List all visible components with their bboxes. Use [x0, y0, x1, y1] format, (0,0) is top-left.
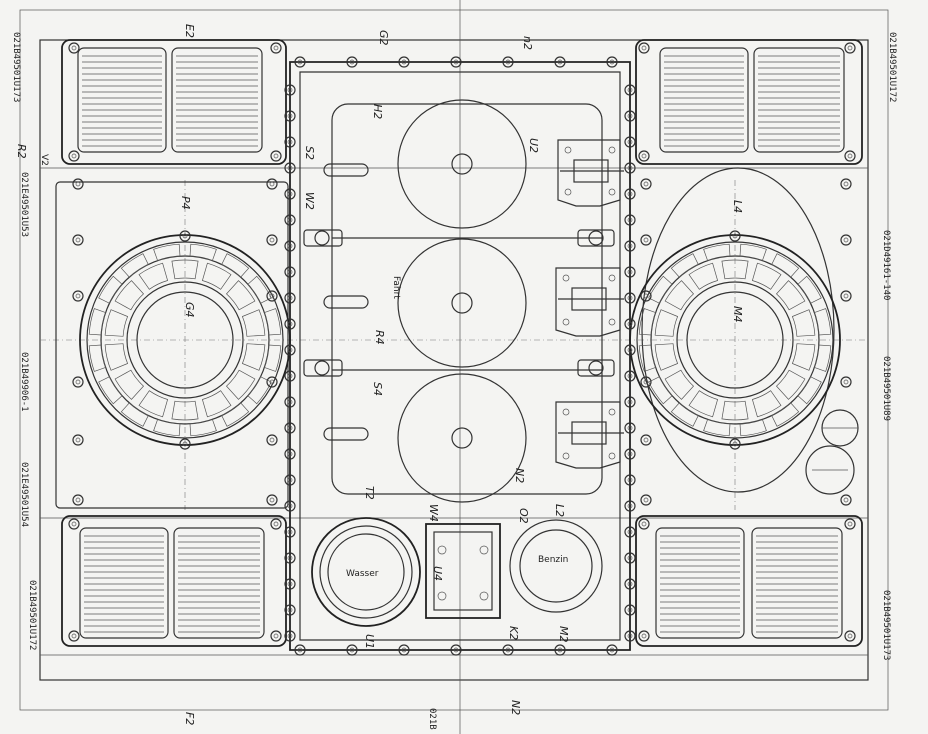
part-number-top-right: 021B49501U172: [887, 32, 897, 102]
mark-o2: O2: [517, 508, 530, 524]
mark-r4: R4: [373, 330, 386, 345]
mark-u4: U4: [431, 566, 444, 581]
hinge-lower: [555, 401, 624, 469]
mark-k2: K2: [507, 626, 520, 640]
mark-g2: G2: [377, 30, 390, 46]
water-filler-cap: [311, 517, 421, 627]
part-number-left-lower: 021E49501U54: [19, 462, 29, 527]
mark-l2: L2: [553, 504, 566, 517]
mark-u2: U2: [527, 138, 540, 153]
part-number-top-left: 021B49501U173: [11, 32, 21, 102]
mark-h2: H2: [371, 104, 384, 119]
mark-e2: E2: [183, 24, 196, 38]
hinge-upper: [557, 139, 624, 207]
labels: 021B49501U173 021B49501U172 021E49501U53…: [11, 24, 897, 730]
mark-t2: T2: [363, 486, 376, 500]
mark-s4: S4: [371, 382, 384, 396]
mark-n2-bottom: N2: [509, 700, 522, 715]
fan-housing-left: [55, 181, 291, 509]
disc-upper: [397, 99, 527, 229]
mark-w4: W4: [427, 504, 440, 522]
mark-r2-left: R2: [15, 144, 28, 159]
fuel-label: Benzin: [538, 555, 568, 565]
mark-p4: P4: [179, 196, 192, 210]
mark-fahrt: Fahrt: [391, 276, 401, 299]
fan-housing-right: [629, 167, 859, 495]
part-number-left-ring: 021B49906-1: [19, 352, 29, 412]
part-number-bottom-center: 021B: [427, 708, 437, 730]
bolt-pattern: [68, 42, 856, 656]
mark-u1: U1: [363, 634, 376, 649]
mark-g4: G4: [183, 302, 196, 318]
disc-middle: [397, 238, 527, 368]
hinges: [555, 139, 624, 469]
grille-top-right: [635, 39, 863, 165]
disc-lower: [397, 373, 527, 503]
mark-l4: L4: [731, 200, 744, 213]
access-plate: [425, 523, 501, 619]
latches: [303, 163, 615, 441]
mark-m4: M4: [731, 306, 744, 323]
fuel-filler-cap: [509, 519, 603, 613]
water-label: Wasser: [346, 569, 379, 579]
part-number-right-ring: 021B49501U89: [881, 356, 891, 421]
part-number-bottom-left: 021B49501U172: [27, 580, 37, 650]
engine-deck-plate: [289, 61, 631, 651]
mark-f2: F2: [183, 712, 196, 725]
part-number-left-mid: 021E49501U53: [19, 172, 29, 237]
deck-discs: [397, 99, 527, 503]
hinge-middle: [555, 267, 624, 337]
mark-s2: S2: [303, 146, 316, 160]
grille-top-left: [61, 39, 287, 165]
lower-fittings: [311, 517, 603, 627]
mark-w2: W2: [303, 192, 316, 210]
mark-v2: V2: [39, 154, 49, 166]
mark-n2-mid: N2: [513, 468, 526, 483]
grille-bottom-right: [635, 515, 863, 647]
mark-m2: M2: [557, 626, 570, 643]
mark-n2-top: n2: [521, 36, 534, 50]
part-number-bottom-right: 021B49501U173: [881, 590, 891, 660]
part-number-right-upper: 021D49161-140: [881, 230, 891, 300]
